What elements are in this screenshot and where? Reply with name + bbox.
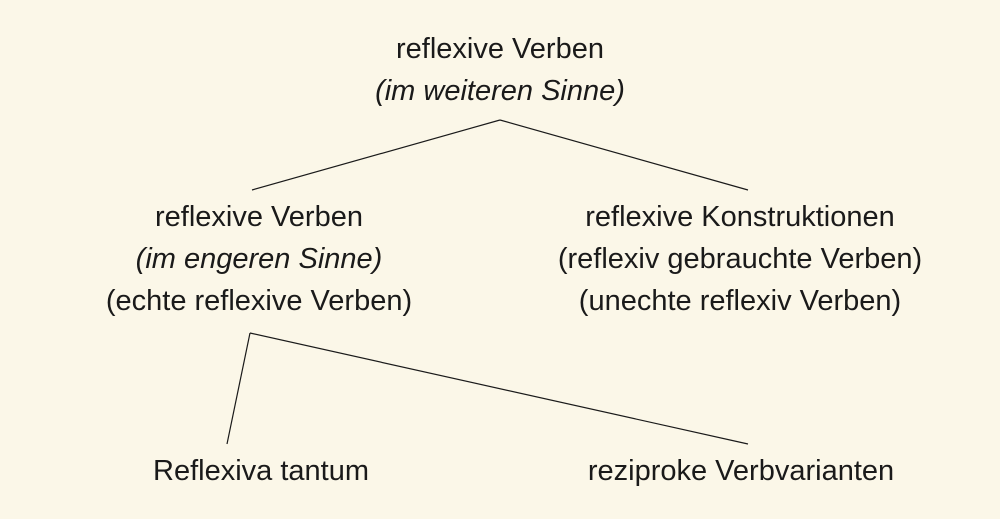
node-root-subtitle: (im weiteren Sinne) — [375, 75, 625, 107]
node-left-note: (echte reflexive Verben) — [105, 285, 413, 317]
edge-left-to-reziproke — [249, 332, 749, 445]
node-right-note: (unechte reflexiv Verben) — [578, 285, 902, 317]
node-reziproke-verbvarianten-label: reziproke Verbvarianten — [587, 455, 895, 487]
node-right-title: reflexive Konstruktionen — [585, 201, 895, 233]
node-right-subtitle: (reflexiv gebrauchte Verben) — [557, 243, 923, 275]
node-root: reflexive Verben (im weiteren Sinne) — [375, 28, 625, 112]
node-root-title: reflexive Verben — [396, 33, 604, 65]
node-right: reflexive Konstruktionen (reflexiv gebra… — [558, 196, 922, 322]
node-reflexiva-tantum-label: Reflexiva tantum — [153, 455, 369, 487]
node-left: reflexive Verben (im engeren Sinne) (ech… — [106, 196, 412, 322]
node-reflexiva-tantum: Reflexiva tantum — [153, 450, 369, 492]
edge-left-to-reflexiva-tantum — [226, 332, 251, 445]
edge-root-to-left — [251, 119, 501, 191]
edge-root-to-right — [499, 119, 749, 191]
node-left-title: reflexive Verben — [155, 201, 363, 233]
node-left-subtitle: (im engeren Sinne) — [135, 243, 383, 275]
node-reziproke-verbvarianten: reziproke Verbvarianten — [588, 450, 894, 492]
